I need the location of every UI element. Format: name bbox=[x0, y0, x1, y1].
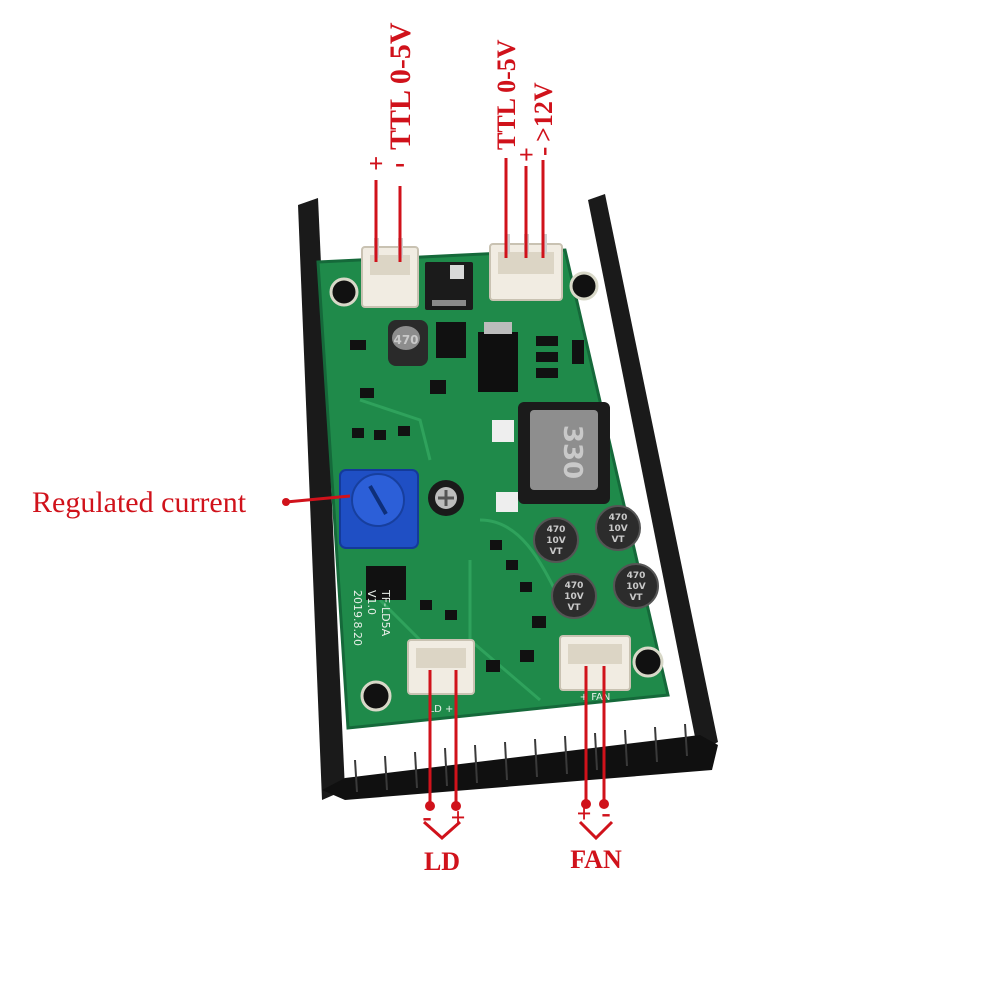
ld-plus-label: + bbox=[451, 803, 466, 832]
board-version: V1.0 bbox=[365, 590, 378, 615]
fan-connector-silk: + FAN bbox=[580, 692, 611, 703]
ld-bracket bbox=[423, 820, 461, 841]
svg-text:470: 470 bbox=[627, 571, 646, 581]
capacitor-b: 470 10V VT bbox=[595, 505, 641, 551]
ld-label: LD bbox=[424, 847, 460, 876]
ttl-right-plus-label: + bbox=[512, 147, 541, 162]
fan-label: FAN bbox=[570, 845, 622, 874]
ttl-right-minus-label: - bbox=[528, 147, 559, 156]
svg-text:470: 470 bbox=[609, 513, 628, 523]
ic-top bbox=[436, 322, 466, 358]
mounting-hole-top-right bbox=[569, 271, 599, 301]
mounting-hole-top-left bbox=[329, 277, 359, 307]
board-date: 2019.8.20 bbox=[351, 590, 364, 646]
large-inductor: 330 bbox=[518, 402, 610, 504]
smd-parts bbox=[350, 336, 584, 672]
regulated-current-label: Regulated current bbox=[32, 486, 247, 519]
fan-plus-label: + bbox=[577, 799, 592, 828]
svg-text:VT: VT bbox=[629, 593, 643, 603]
mounting-hole-bottom-right bbox=[632, 646, 664, 678]
fan-bracket bbox=[578, 820, 614, 841]
board-name: TF-LD5A bbox=[379, 589, 392, 637]
large-inductor-marking: 330 bbox=[557, 425, 587, 479]
fan-minus-label: - bbox=[601, 798, 610, 829]
ttl-right-label: TTL 0-5V bbox=[492, 39, 521, 150]
svg-text:470: 470 bbox=[547, 525, 566, 535]
board-silkscreen: TF-LD5A V1.0 2019.8.20 bbox=[351, 589, 392, 646]
ttl-left-plus-label: + bbox=[369, 149, 384, 178]
capacitor-c: 470 10V VT bbox=[551, 573, 597, 619]
svg-text:10V: 10V bbox=[608, 524, 628, 534]
capacitor-a: 470 10V VT bbox=[533, 517, 579, 563]
mosfet bbox=[478, 322, 518, 392]
heat-pad-2 bbox=[496, 492, 518, 512]
ld-minus-label: - bbox=[422, 802, 431, 833]
svg-text:10V: 10V bbox=[546, 536, 566, 546]
ttl-left-minus-label: - bbox=[395, 146, 405, 179]
svg-text:VT: VT bbox=[611, 535, 625, 545]
ttl-connector-2pin bbox=[361, 238, 419, 308]
svg-text:VT: VT bbox=[549, 547, 563, 557]
ttl-left-label: TTL 0-5V bbox=[384, 22, 417, 150]
svg-text:VT: VT bbox=[567, 603, 581, 613]
potentiometer bbox=[339, 469, 419, 549]
svg-text:10V: 10V bbox=[626, 582, 646, 592]
annotation-wires bbox=[282, 158, 614, 841]
power-12v-label: >12V bbox=[529, 82, 558, 142]
small-inductor: 470 bbox=[388, 320, 428, 366]
slide-switch bbox=[425, 262, 473, 310]
fan-connector: + FAN bbox=[559, 635, 631, 703]
heatsink-base bbox=[322, 735, 718, 800]
ic-bottom bbox=[366, 566, 406, 600]
ld-connector-silk: LD + bbox=[429, 704, 454, 715]
svg-text:470: 470 bbox=[565, 581, 584, 591]
heatsink-fins bbox=[354, 723, 688, 793]
heat-pad-1 bbox=[492, 420, 514, 442]
mounting-screw bbox=[428, 480, 464, 516]
heatsink-right-rail bbox=[588, 194, 718, 752]
svg-text:10V: 10V bbox=[564, 592, 584, 602]
mounting-hole-bottom-left bbox=[360, 680, 392, 712]
small-inductor-marking: 470 bbox=[393, 333, 418, 347]
capacitor-d: 470 10V VT bbox=[613, 563, 659, 609]
